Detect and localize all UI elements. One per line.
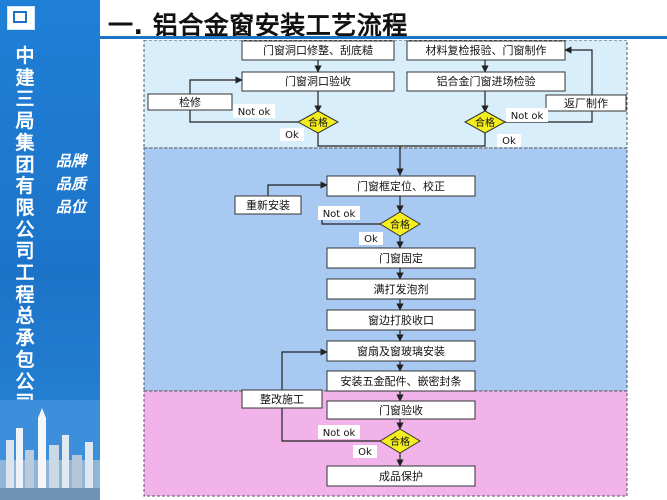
step-label: 门窗洞口验收 — [285, 74, 351, 88]
step-box: 门窗验收 — [326, 400, 476, 420]
step-label: 门窗验收 — [379, 403, 423, 417]
step-label: 成品保护 — [379, 469, 423, 483]
step-box: 安装五金配件、嵌密封条 — [326, 370, 476, 392]
step-box: 门窗洞口验收 — [241, 71, 395, 92]
svg-text:Ok: Ok — [502, 136, 516, 147]
svg-text:Ok: Ok — [358, 447, 372, 458]
step-box: 窗扇及窗玻璃安装 — [326, 340, 476, 362]
step-box: 满打发泡剂 — [326, 278, 476, 300]
slogan-text: 品牌 品质 品位 — [55, 152, 86, 216]
ok-tag: Ok — [497, 134, 521, 147]
svg-text:Ok: Ok — [285, 130, 299, 141]
decision-diamond: 合格 — [379, 211, 421, 237]
rework-label: 返厂制作 — [564, 97, 608, 110]
step-label: 材料复检报验、门窗制作 — [426, 43, 547, 57]
svg-text:Ok: Ok — [364, 234, 378, 245]
branch-labels: Not ok Ok Not ok Ok Not ok Ok Not ok Ok — [233, 104, 548, 458]
step-box: 成品保护 — [326, 465, 476, 487]
step-label: 窗扇及窗玻璃安装 — [357, 344, 445, 358]
step-box: 门窗洞口修整、刮底糙 — [241, 40, 395, 61]
step-label: 满打发泡剂 — [374, 282, 429, 296]
rework-label: 重新安装 — [246, 198, 290, 212]
process-flowchart: 门窗洞口修整、刮底糙 门窗洞口验收 材料复检报验、门窗制作 铝合金门窗进场检验 … — [143, 40, 628, 497]
rework-box: 返厂制作 — [545, 94, 627, 112]
svg-text:Not ok: Not ok — [238, 107, 271, 118]
decision-diamond: 合格 — [463, 110, 507, 134]
decision-label: 合格 — [390, 435, 410, 448]
ok-tag: Ok — [280, 128, 304, 141]
rework-box: 检修 — [147, 93, 233, 111]
not-ok-tag: Not ok — [506, 108, 548, 122]
city-skyline-image — [0, 400, 100, 500]
step-label: 窗边打胶收口 — [368, 313, 434, 327]
rework-label: 整改施工 — [260, 392, 304, 406]
step-box: 窗边打胶收口 — [326, 309, 476, 331]
svg-text:Not ok: Not ok — [511, 111, 544, 122]
ok-tag: Ok — [353, 445, 377, 458]
step-label: 铝合金门窗进场检验 — [437, 74, 536, 88]
step-box: 门窗固定 — [326, 247, 476, 269]
rework-box: 重新安装 — [234, 195, 302, 215]
decision-diamond: 合格 — [379, 428, 421, 454]
company-name: 中 建 三 局 集 团 有 限 公 司 工 程 总 承 包 公 司 — [15, 45, 35, 414]
process-steps: 门窗洞口修整、刮底糙 门窗洞口验收 材料复检报验、门窗制作 铝合金门窗进场检验 … — [147, 40, 627, 487]
step-label: 门窗框定位、校正 — [357, 179, 445, 193]
svg-text:Not ok: Not ok — [323, 209, 356, 220]
not-ok-tag: Not ok — [318, 206, 360, 220]
decision-label: 合格 — [308, 116, 328, 129]
header: 一. 铝合金窗安装工艺流程 — [100, 0, 667, 40]
step-box: 铝合金门窗进场检验 — [406, 71, 566, 92]
decision-nodes: 合格 合格 合格 合格 — [296, 110, 507, 454]
company-logo — [7, 6, 35, 30]
company-sidebar: 中 建 三 局 集 团 有 限 公 司 工 程 总 承 包 公 司 品牌 品质 … — [0, 0, 100, 500]
svg-text:Not ok: Not ok — [323, 428, 356, 439]
step-box: 门窗框定位、校正 — [326, 175, 476, 197]
rework-box: 整改施工 — [241, 389, 323, 409]
ok-tag: Ok — [359, 232, 383, 245]
step-box: 材料复检报验、门窗制作 — [406, 40, 566, 61]
step-label: 安装五金配件、嵌密封条 — [341, 374, 462, 388]
step-label: 门窗洞口修整、刮底糙 — [263, 43, 373, 57]
decision-label: 合格 — [475, 116, 495, 129]
step-label: 门窗固定 — [379, 251, 423, 265]
not-ok-tag: Not ok — [318, 425, 360, 439]
page-title: 一. 铝合金窗安装工艺流程 — [108, 11, 408, 40]
decision-label: 合格 — [390, 218, 410, 231]
not-ok-tag: Not ok — [233, 104, 275, 118]
decision-diamond: 合格 — [296, 110, 340, 134]
rework-label: 检修 — [179, 95, 201, 109]
title-underline — [100, 36, 667, 39]
